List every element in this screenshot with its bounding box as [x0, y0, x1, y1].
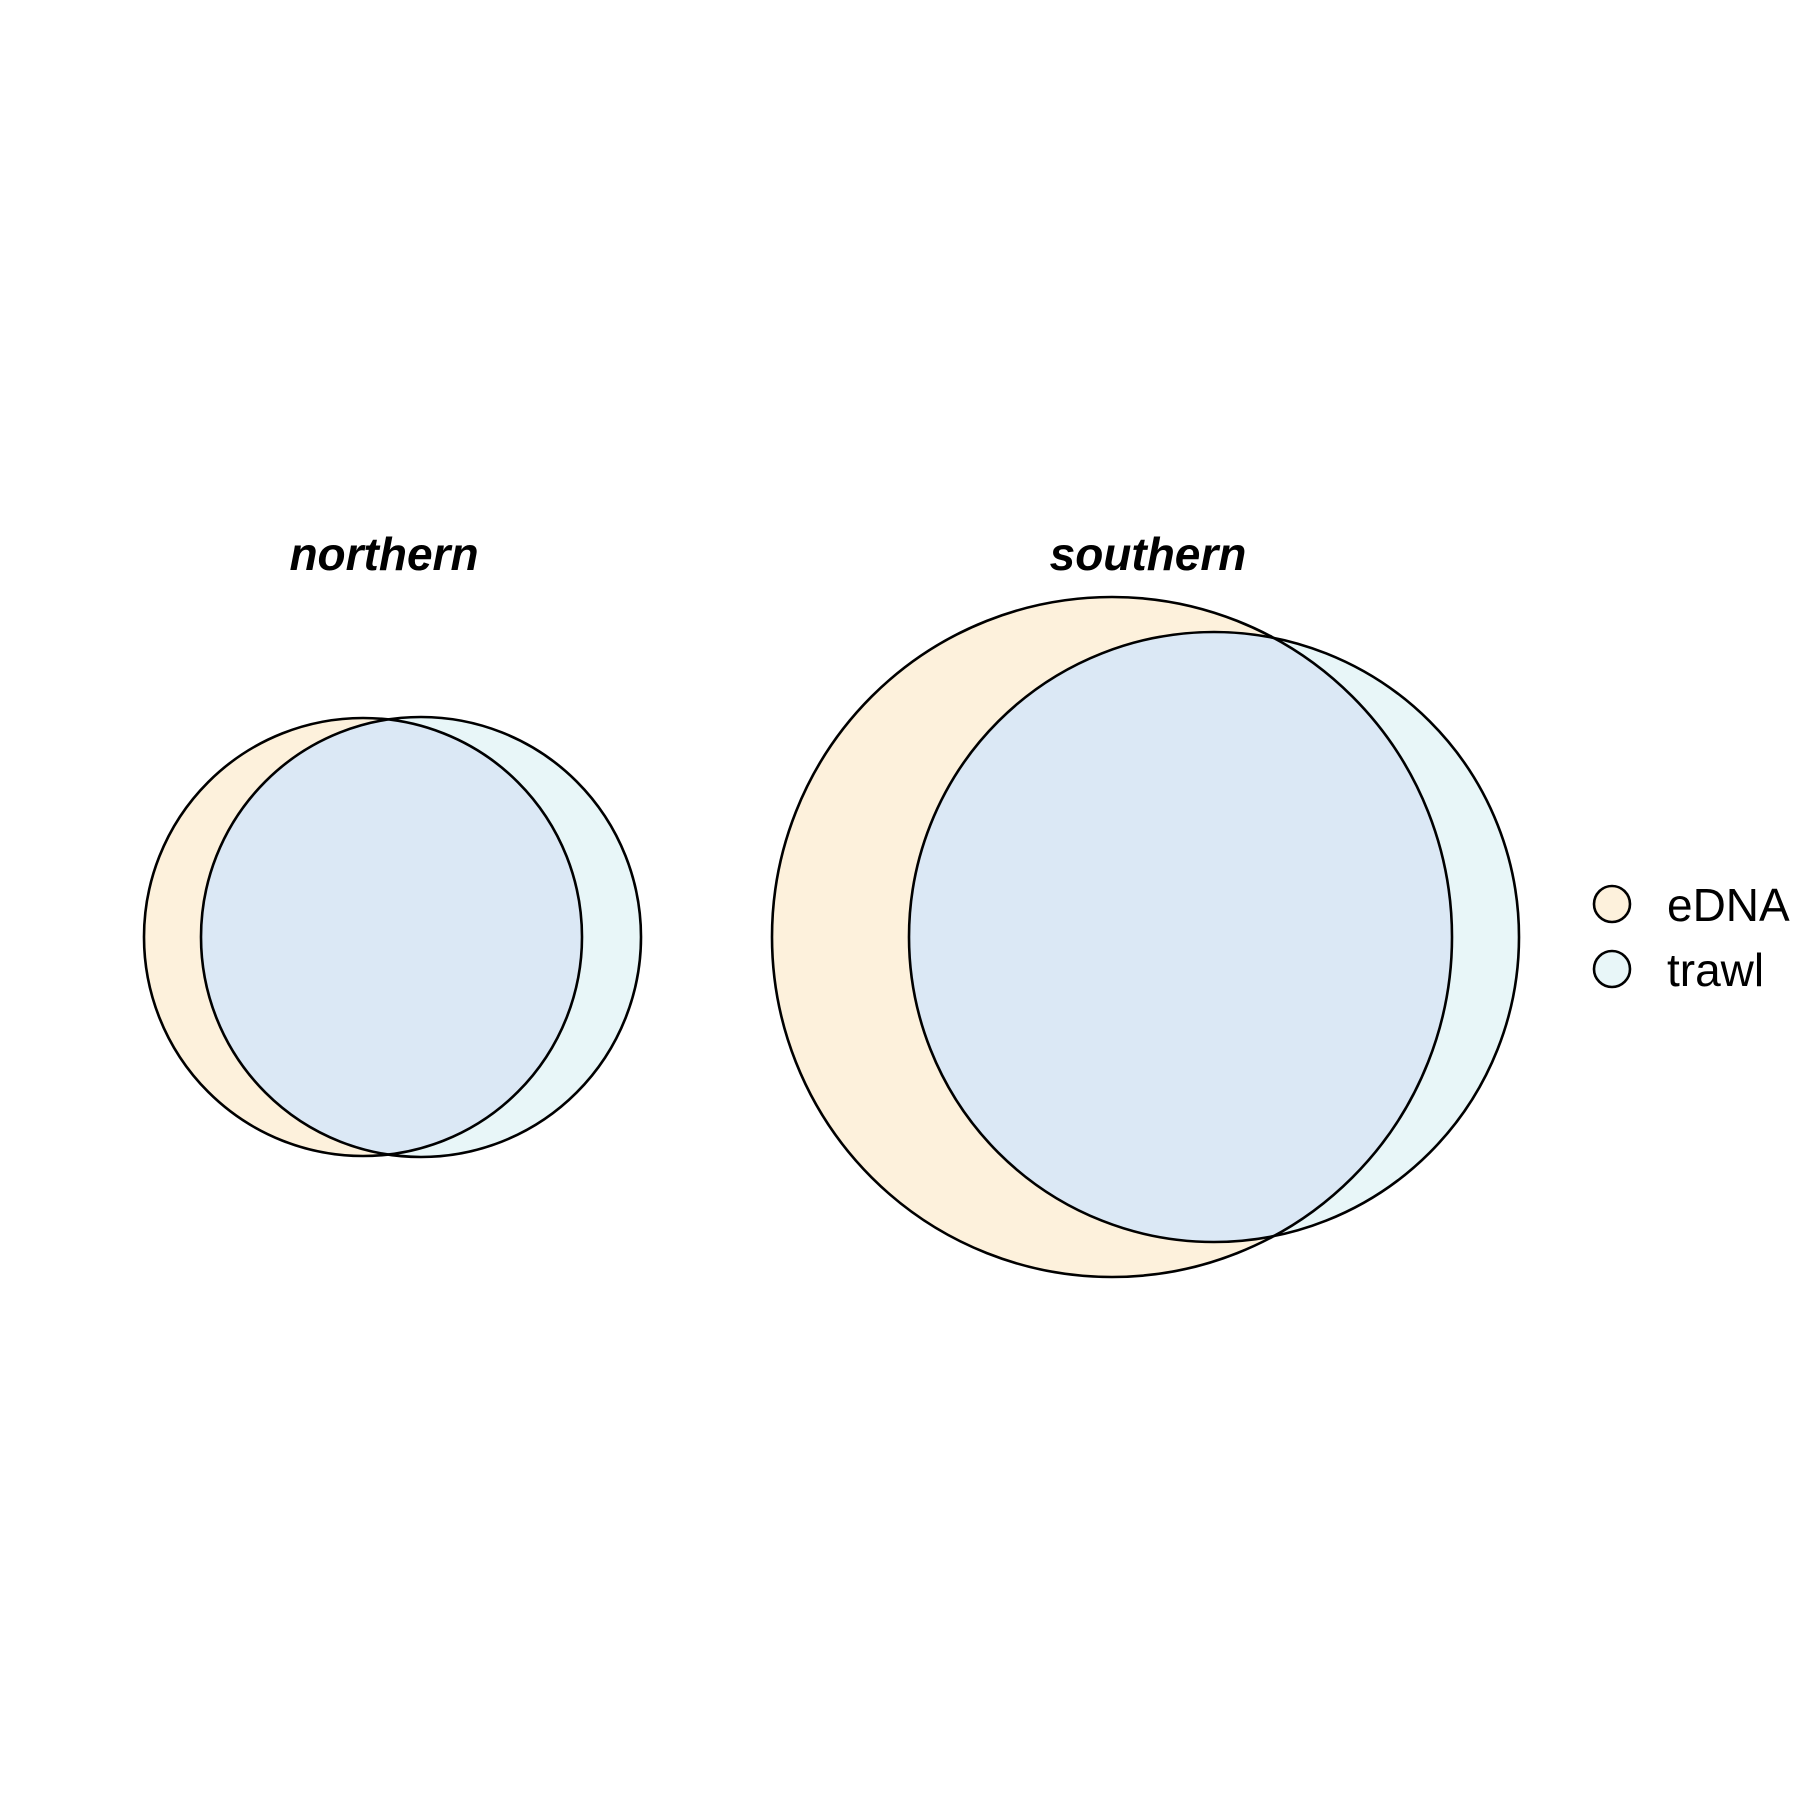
legend-key-edna [1592, 884, 1632, 924]
panel-southern: southern [770, 528, 1521, 1279]
legend-item-edna: eDNA [1592, 879, 1790, 931]
legend-key-trawl [1592, 949, 1632, 989]
northern-overlap-region [201, 718, 582, 1156]
legend-item-trawl: trawl [1592, 944, 1764, 996]
panel-title-northern: northern [289, 528, 478, 580]
southern-edna-outline [770, 595, 1454, 1279]
southern-trawl-outline [907, 630, 1521, 1244]
legend-label-trawl: trawl [1667, 944, 1764, 996]
northern-edna-outline [142, 716, 584, 1158]
panel-northern: northern [142, 528, 643, 1159]
panel-title-southern: southern [1050, 528, 1247, 580]
legend: eDNA trawl [1592, 879, 1790, 996]
legend-label-edna: eDNA [1667, 879, 1790, 931]
northern-trawl-outline [199, 715, 643, 1159]
southern-overlap-region [909, 632, 1452, 1242]
